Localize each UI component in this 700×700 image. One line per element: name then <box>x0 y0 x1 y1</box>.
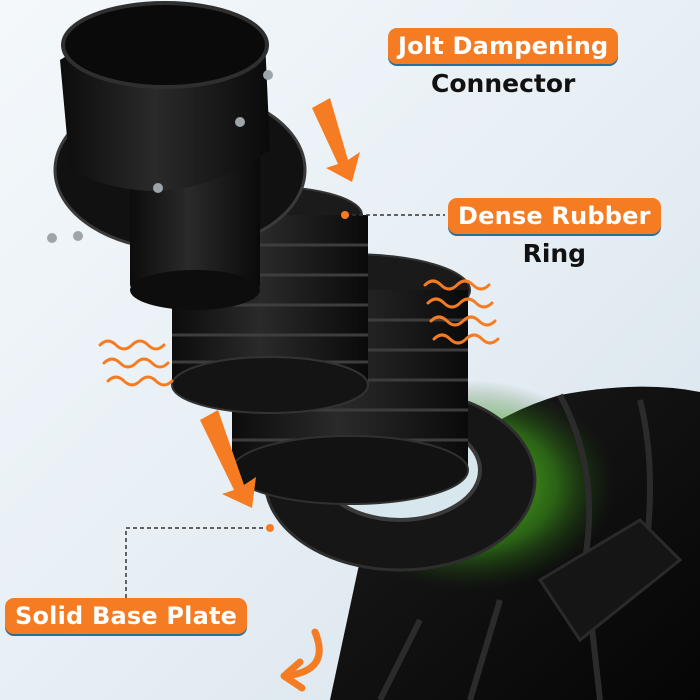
connector <box>47 1 307 310</box>
callout-dot <box>266 524 274 532</box>
callout-highlight: Solid Base Plate <box>5 598 248 634</box>
callout-dot <box>341 211 349 219</box>
vibration-lines-icon <box>98 339 174 387</box>
leader-lines <box>125 214 445 598</box>
callout-highlight: Dense Rubber <box>448 198 661 234</box>
down-arrow-icon <box>200 410 256 508</box>
callout-highlight: Jolt Dampening <box>388 28 619 64</box>
down-arrow-icon <box>312 98 360 182</box>
rotate-arrow-icon <box>280 628 323 692</box>
callout-ring: Dense Rubber Ring <box>448 198 661 270</box>
callout-text: Connector <box>431 69 576 98</box>
vibration-lines-icon <box>423 279 500 345</box>
callout-base: Solid Base Plate <box>5 598 248 634</box>
callout-text: Ring <box>522 239 587 268</box>
callout-connector: Jolt Dampening Connector <box>388 28 619 100</box>
